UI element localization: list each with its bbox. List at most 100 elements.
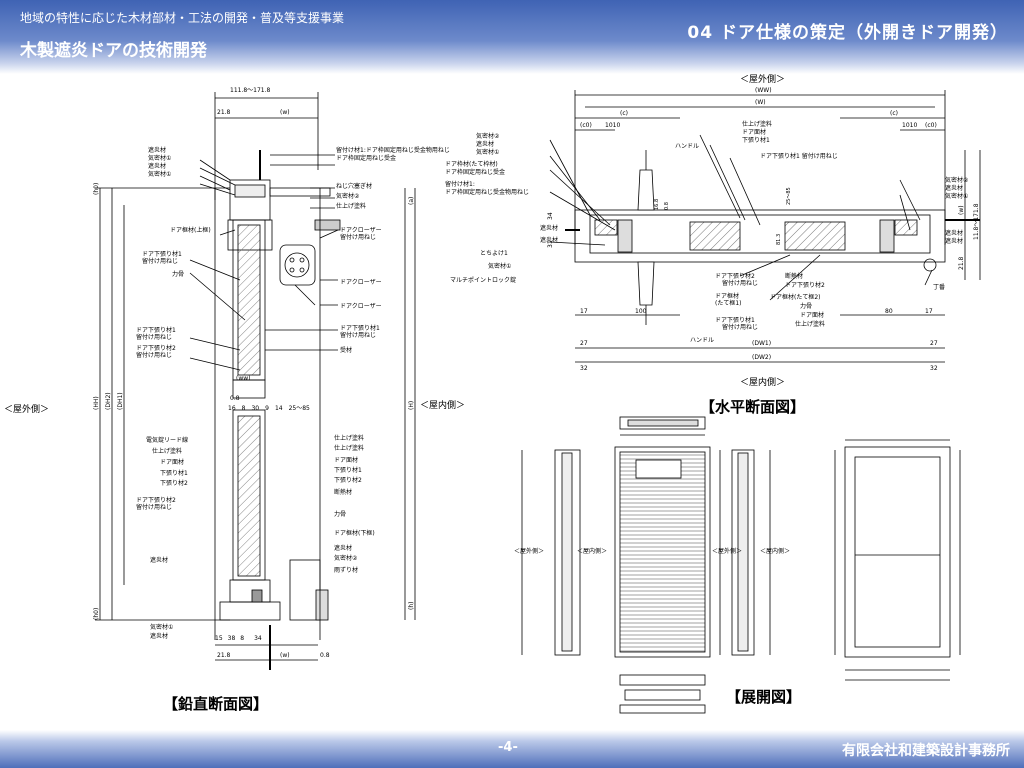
h-dim-c0-right: (c0) [925, 122, 937, 129]
v-label: ドアクローザー [340, 279, 382, 286]
header-subtitle: 地域の特性に応じた木材部材・工法の開発・普及等支援事業 [20, 11, 345, 25]
v-label: 留付け用ねじ [136, 503, 172, 511]
v-label: 断熱材 [334, 488, 352, 496]
h-label: ドア枠固定用ねじ受金物用ねじ [445, 188, 529, 196]
h-dim-32-right: 32 [930, 365, 938, 372]
h-label: 丁番 [933, 284, 945, 291]
dim-08-bottom: 0.8 [320, 652, 330, 659]
vertical-labels-right-lower: 仕上げ塗料 仕上げ塗料 ドア面材 下張り材1 下張り材2 断熱材 力骨 ドア框材… [334, 434, 375, 574]
vertical-section-caption: 【鉛直断面図】 [163, 695, 269, 713]
elevation-outside-label-2: ＜屋外側＞ [712, 548, 743, 555]
h-label: ハンドル [690, 337, 714, 344]
v-label: 仕上げ塗料 [152, 447, 182, 455]
v-label: 気密材① [148, 170, 171, 178]
h-label: 断熱材 [785, 272, 803, 280]
dim-21-bottom: 21.8 [217, 652, 231, 659]
h-label: 留付け材1: [445, 180, 475, 188]
h-dim-w: (W) [755, 99, 766, 106]
v-label: 力骨 [172, 270, 184, 278]
v-label: 遮炎材 [150, 556, 168, 564]
v-label: 仕上げ塗料 [336, 202, 366, 210]
v-label: 下張り材1 [160, 469, 188, 477]
dim-21: 21.8 [217, 109, 231, 116]
v-label: ドアクローザー [340, 303, 382, 310]
elevation-drawing [521, 416, 961, 714]
section-title: 04 ドア仕様の策定（外開きドア開発） [687, 23, 1008, 43]
v-label: 気密材① [148, 154, 171, 162]
dim-h0-bottom: (h0) [93, 608, 100, 620]
dim-dh1: (DH1) [117, 392, 124, 410]
h-dim-c-left: (c) [620, 110, 628, 117]
h-label: 気密材② [476, 132, 500, 140]
page-number: -4- [498, 740, 518, 755]
h-label: 遮炎材 [540, 236, 558, 244]
v-label: 気密材① [150, 623, 173, 631]
v-label: 電気錠リード線 [146, 436, 188, 444]
h-dim-813: 81.3 [776, 234, 782, 245]
horizontal-labels-right: 気密材② 遮炎材 気密材① 遮炎材 遮炎材 丁番 [933, 176, 969, 291]
h-label: ドア下張り材2 [715, 272, 755, 280]
h-label: ドア下張り材1 [715, 316, 755, 324]
v-label: ドア面材 [334, 456, 358, 464]
h-label: ドア枠固定用ねじ受金 [445, 168, 505, 176]
dim-H: (H) [408, 401, 415, 410]
h-dim-100: 100 [635, 308, 647, 315]
h-label: (たて框1) [715, 299, 742, 307]
v-label: ドア下張り材1 [136, 326, 176, 334]
h-dim-34: 34 [547, 212, 554, 220]
horizontal-inside-label: ＜屋内側＞ [740, 378, 786, 388]
h-dim-ww: (WW) [755, 87, 772, 94]
h-dim-32-left: 32 [580, 365, 588, 372]
horizontal-outside-label: ＜屋外側＞ [740, 75, 786, 85]
v-label: ドア框材(上框) [170, 226, 211, 234]
h-label: ドア面材 [742, 128, 766, 136]
h-dim-2585: 25～85 [786, 187, 792, 205]
h-label: 遮炎材 [945, 237, 963, 245]
h-dim-08: 0.8 [664, 202, 670, 210]
h-label: ドア面材 [800, 311, 824, 319]
v-label: 雨ずり材 [334, 566, 358, 574]
h-label: 留付け用ねじ [722, 279, 758, 287]
v-label: 受材 [340, 346, 352, 354]
horizontal-section-drawing: (WW) (W) (c) (c) (c0) 1010 1010 (c0) 34 … [445, 87, 981, 372]
h-label: ドア框材 [715, 292, 739, 300]
h-dim-c-right: (c) [890, 110, 898, 117]
h-label: ドア下張り材1 留付け用ねじ [760, 152, 838, 160]
v-label: ドアクローザー [340, 227, 382, 234]
h-label: 遮炎材 [540, 224, 558, 232]
v-label: ねじ穴塞ぎ材 [336, 182, 372, 190]
h-dim-1010-left: 1010 [605, 122, 620, 129]
h-label: 気密材② [945, 176, 969, 184]
h-dim-168: 16.8 [654, 199, 660, 210]
h-label: 気密材① [945, 192, 968, 200]
dim-w-top: (w) [280, 109, 290, 116]
h-label: 下張り材1 [742, 136, 770, 144]
v-label: 留付け用ねじ [142, 257, 178, 265]
h-dim-27-left: 27 [580, 340, 588, 347]
v-label: 気密材② [334, 554, 358, 562]
v-label: 遮炎材 [150, 632, 168, 640]
v-label: ドア框材(下框) [334, 529, 375, 537]
horizontal-section-caption: 【水平断面図】 [700, 398, 806, 416]
elevation-outside-label-1: ＜屋外側＞ [514, 548, 545, 555]
h-dim-31: 31 [547, 240, 554, 248]
h-label: 仕上げ塗料 [795, 320, 825, 328]
v-label: ドア下張り材2 [136, 496, 176, 504]
v-label: 遮炎材 [334, 544, 352, 552]
h-label: 気密材① [476, 148, 499, 156]
vertical-labels-left: 遮炎材 気密材① 遮炎材 気密材① ドア框材(上框) ドア下張り材1 留付け用ね… [136, 146, 211, 359]
v-label: 遮炎材 [148, 162, 166, 170]
v-label: 仕上げ塗料 [334, 434, 364, 442]
elevation-inside-label-1: ＜屋内側＞ [577, 548, 608, 555]
horizontal-labels-left: 気密材② 遮炎材 気密材① ドア枠材(たて枠材) ドア枠固定用ねじ受金 留付け材… [445, 132, 558, 284]
elevation-inside-label-2: ＜屋内側＞ [760, 548, 791, 555]
h-dim-dw2: (DW2) [752, 354, 771, 361]
h-label: ハンドル [675, 143, 699, 150]
h-label: 仕上げ塗料 [742, 120, 772, 128]
dim-a: (a) [408, 197, 415, 205]
v-label: 留付け用ねじ [136, 351, 172, 359]
dim-h: (h) [408, 602, 415, 610]
v-label: ドア下張り材2 [136, 344, 176, 352]
